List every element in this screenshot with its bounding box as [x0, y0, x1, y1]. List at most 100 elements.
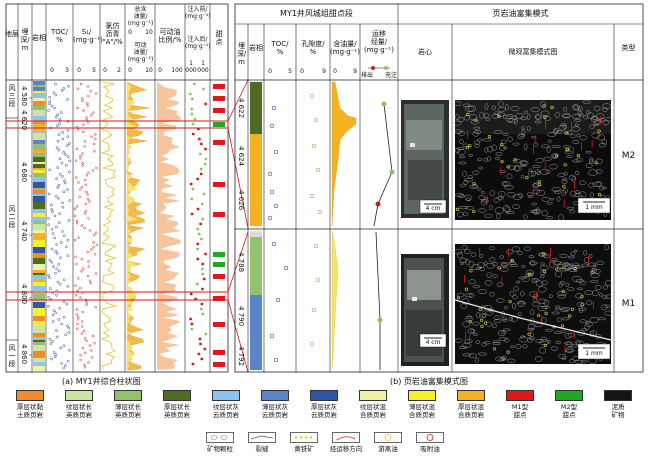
mineral-grain [538, 347, 546, 354]
injection-point [190, 107, 194, 111]
stratum-feng2: 风 二 段 [8, 205, 16, 229]
s1-point [79, 157, 82, 160]
free-oil-mark [506, 165, 510, 169]
toc-point [50, 104, 54, 108]
toc-point [56, 280, 60, 284]
s1-point [81, 161, 84, 165]
toc-point [48, 337, 52, 341]
mineral-grain [551, 187, 561, 192]
mineral-grain [589, 124, 595, 129]
injection-dots [188, 82, 208, 366]
mineral-grain [528, 255, 535, 259]
mineral-grain [459, 155, 466, 159]
mineral-grain [605, 294, 613, 299]
mineral-grain [585, 321, 593, 327]
toc-point [57, 183, 61, 187]
mineral-grain [576, 287, 583, 291]
mineral-grain [527, 191, 533, 197]
toc-point [61, 137, 65, 141]
injection-point [193, 82, 196, 86]
toc-point [57, 318, 61, 321]
litho-band [33, 87, 45, 91]
mineral-grain [536, 170, 541, 176]
s1-point [79, 82, 83, 86]
mineral-grain [537, 305, 547, 311]
mineral-grain [592, 182, 602, 187]
mineral-grain [535, 189, 546, 196]
litho-band [33, 293, 45, 300]
mineral-grain [545, 328, 554, 332]
mineral-grain [476, 187, 482, 191]
s1-point [73, 238, 77, 242]
right-toc-point [283, 265, 289, 271]
mineral-grain [602, 103, 612, 109]
free-oil-mark [543, 343, 547, 347]
ncs-scale-max: 2 [117, 67, 121, 74]
litho-band [33, 240, 45, 247]
mineral-grain [540, 262, 545, 266]
legend-swatch [359, 390, 387, 401]
toc-point [50, 260, 53, 264]
mineral-grain [559, 253, 568, 258]
s1-point [85, 301, 88, 304]
s1-point [74, 159, 78, 163]
mineral-grain [546, 216, 553, 220]
litho-band [33, 202, 45, 209]
toc-point [67, 331, 71, 334]
toc-point [68, 170, 71, 174]
s1-point [79, 358, 82, 362]
litho-band [33, 194, 45, 196]
toc-point [61, 131, 64, 134]
s1-point [73, 207, 77, 211]
mineral-grain [551, 153, 559, 158]
toc-point [61, 205, 65, 209]
toc-point [47, 216, 50, 220]
mineral-grain [568, 174, 576, 181]
free-oil-mark [468, 320, 472, 324]
right-oil-area-lower [331, 230, 339, 371]
header-injection-before: 注入前/ (mg·g⁻¹) [185, 6, 211, 20]
mineral-grain [597, 317, 607, 321]
mineral-grain [528, 261, 538, 265]
s1-point [86, 274, 90, 278]
mineral-grain [522, 344, 528, 349]
mineral-grain [503, 205, 510, 212]
s1-point [76, 315, 80, 319]
oil-total-scale-min: 0 [128, 29, 132, 36]
mineral-grain [581, 263, 590, 267]
mineral-grain [525, 269, 534, 275]
mineral-grain [493, 319, 502, 323]
mineral-grain [596, 168, 603, 174]
r-depth-4626: 4 626 [237, 190, 245, 211]
free-oil-mark [527, 272, 531, 276]
litho-band [33, 101, 45, 106]
injection-point [189, 292, 193, 296]
stratum-feng3: 风 三 段 [8, 84, 16, 108]
s1-point [90, 349, 93, 352]
litho-band [33, 319, 45, 321]
mineral-grain [558, 214, 564, 221]
mineral-grain [554, 112, 561, 118]
mineral-grain [535, 280, 543, 287]
litho-band [33, 326, 45, 333]
mineral-grain [549, 163, 558, 170]
litho-band [33, 282, 45, 286]
s1-point [92, 233, 96, 237]
mineral-grain [484, 103, 489, 110]
caption-right: (b) 页岩油富集模式图 [390, 377, 468, 386]
injection-point [191, 132, 195, 136]
s1-point [85, 101, 89, 105]
mineral-grain [531, 202, 537, 206]
mineral-grain [479, 267, 485, 272]
mineral-grain [495, 157, 501, 161]
s1-point [83, 351, 87, 355]
mineral-grain [454, 148, 461, 154]
injection-point [200, 307, 203, 311]
mineral-grain [556, 264, 565, 269]
injection-point [189, 317, 193, 321]
litho-band [33, 131, 45, 133]
litho-band [33, 321, 45, 326]
mineral-grain [478, 166, 484, 170]
mineral-grain [476, 312, 481, 319]
depth-label-4620: 4 620 [20, 110, 28, 131]
